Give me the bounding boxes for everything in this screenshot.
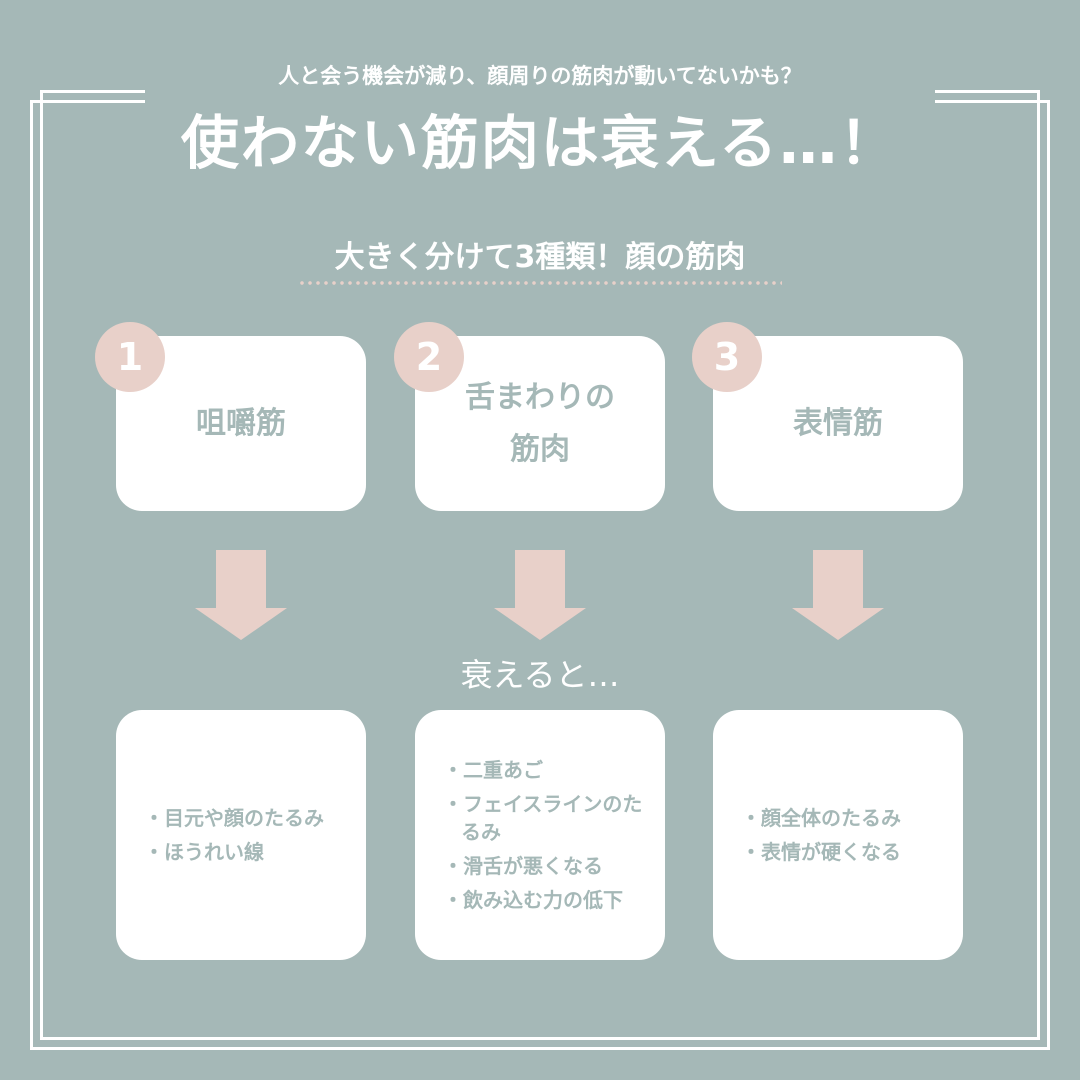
transition-text: 衰えると… xyxy=(460,656,620,694)
page-title: 使わない筋肉は衰える…！ xyxy=(180,109,900,177)
effect-item: ほうれい線 xyxy=(144,838,324,866)
number-badge: 1 xyxy=(95,322,165,392)
frame-line xyxy=(30,100,145,103)
frame-inner xyxy=(30,100,1050,1050)
frame-line xyxy=(935,100,1050,103)
effect-item: 顔全体のたるみ xyxy=(741,804,901,832)
effects-card: 二重あご フェイスラインのたるみ 滑舌が悪くなる 飲み込む力の低下 xyxy=(415,710,665,960)
effect-item: フェイスラインのたるみ xyxy=(443,790,643,846)
effect-item: 表情が硬くなる xyxy=(741,838,901,866)
section-heading: 大きく分けて3種類！顔の筋肉 xyxy=(334,240,746,275)
muscle-name: 舌まわりの 筋肉 xyxy=(465,379,615,467)
muscle-name: 表情筋 xyxy=(793,405,883,441)
effect-item: 滑舌が悪くなる xyxy=(443,852,643,880)
down-arrow-icon xyxy=(792,550,884,640)
dotted-underline xyxy=(298,281,782,285)
effects-card: 顔全体のたるみ 表情が硬くなる xyxy=(713,710,963,960)
frame-line xyxy=(935,90,1040,93)
effect-item: 二重あご xyxy=(443,756,643,784)
down-arrow-icon xyxy=(494,550,586,640)
down-arrow-icon xyxy=(195,550,287,640)
effect-item: 飲み込む力の低下 xyxy=(443,886,643,914)
effects-card: 目元や顔のたるみ ほうれい線 xyxy=(116,710,366,960)
subtitle: 人と会う機会が減り、顔周りの筋肉が動いてないかも？ xyxy=(278,64,802,88)
number-badge: 3 xyxy=(692,322,762,392)
frame-line xyxy=(40,90,145,93)
effect-item: 目元や顔のたるみ xyxy=(144,804,324,832)
frame-outer xyxy=(40,90,1040,1040)
number-badge: 2 xyxy=(394,322,464,392)
muscle-name: 咀嚼筋 xyxy=(196,405,286,441)
